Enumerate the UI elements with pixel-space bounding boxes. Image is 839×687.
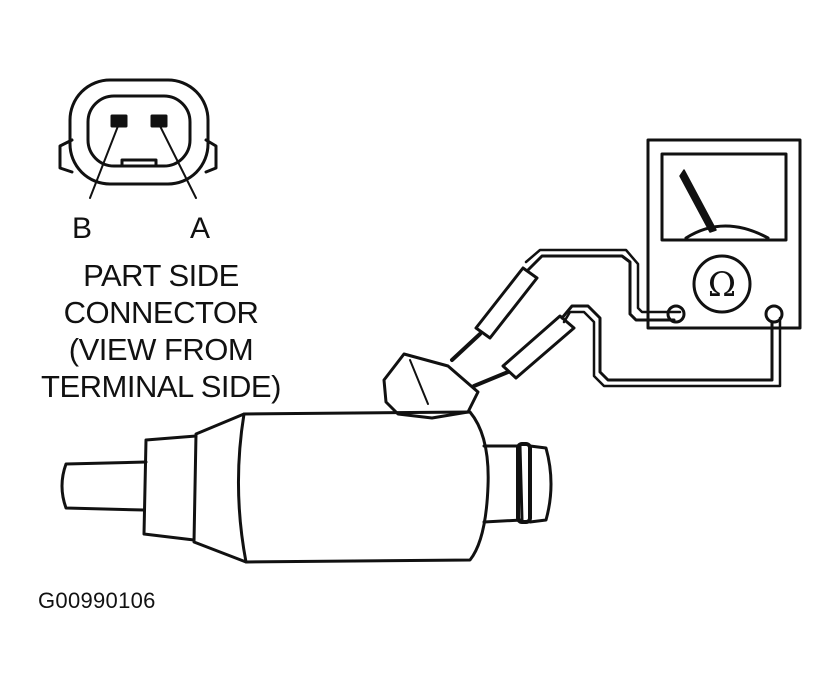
ohm-selector-knob <box>692 254 752 314</box>
test-probe-1 <box>450 266 539 362</box>
ohmmeter-jack-right <box>764 304 784 324</box>
test-lead-1-wire-outer <box>524 248 682 314</box>
ohmmeter-scale-arc <box>684 224 770 240</box>
injector-main-body <box>236 410 490 564</box>
leader-line-a <box>159 125 197 199</box>
test-lead-2-wire <box>560 304 774 382</box>
probe-2-tip <box>472 370 510 388</box>
connector-caption-line-2: CONNECTOR <box>63 295 259 330</box>
connector-right-ear <box>204 138 218 174</box>
injector-connector-ridge <box>409 359 429 405</box>
injector-rear-stem <box>142 434 198 542</box>
injector-inlet <box>528 444 553 524</box>
pin-b-label: B <box>72 212 93 245</box>
connector-caption-line-1: PART SIDE <box>83 258 239 293</box>
test-lead-2-wire-outer <box>562 310 782 388</box>
terminal-a <box>150 114 168 128</box>
ohmmeter-jack-left <box>666 304 686 324</box>
injector-connector-housing <box>382 352 480 420</box>
ohm-symbol: Ω <box>708 265 736 305</box>
injector-o-ring <box>516 442 532 524</box>
connector-left-ear <box>58 138 74 174</box>
probe-1-tip <box>450 332 482 362</box>
test-leads <box>524 248 782 388</box>
test-lead-1-wire <box>526 254 676 322</box>
probe-2-handle <box>501 314 576 380</box>
pin-a-label: A <box>190 212 211 245</box>
ohmmeter-case <box>646 138 802 330</box>
connector-caption-line-4: TERMINAL SIDE) <box>41 369 281 404</box>
injector-front-neck <box>482 444 524 524</box>
connector-housing <box>68 78 210 186</box>
ohmmeter-needle <box>679 169 717 233</box>
ohmmeter <box>646 138 802 330</box>
probe-1-handle <box>474 266 539 340</box>
ohmmeter-dial-window <box>660 152 788 242</box>
connector-shroud <box>86 94 192 168</box>
connector-caption-line-3: (VIEW FROM <box>68 332 254 367</box>
injector-collar <box>192 412 248 564</box>
test-probe-2 <box>472 314 576 388</box>
connector-key <box>120 158 158 168</box>
figure-code: G00990106 <box>38 588 156 613</box>
leader-line-b <box>89 125 119 199</box>
fuel-injector <box>60 352 553 564</box>
terminal-b <box>110 114 128 128</box>
injector-nozzle <box>60 460 148 512</box>
part-side-connector <box>58 78 218 199</box>
